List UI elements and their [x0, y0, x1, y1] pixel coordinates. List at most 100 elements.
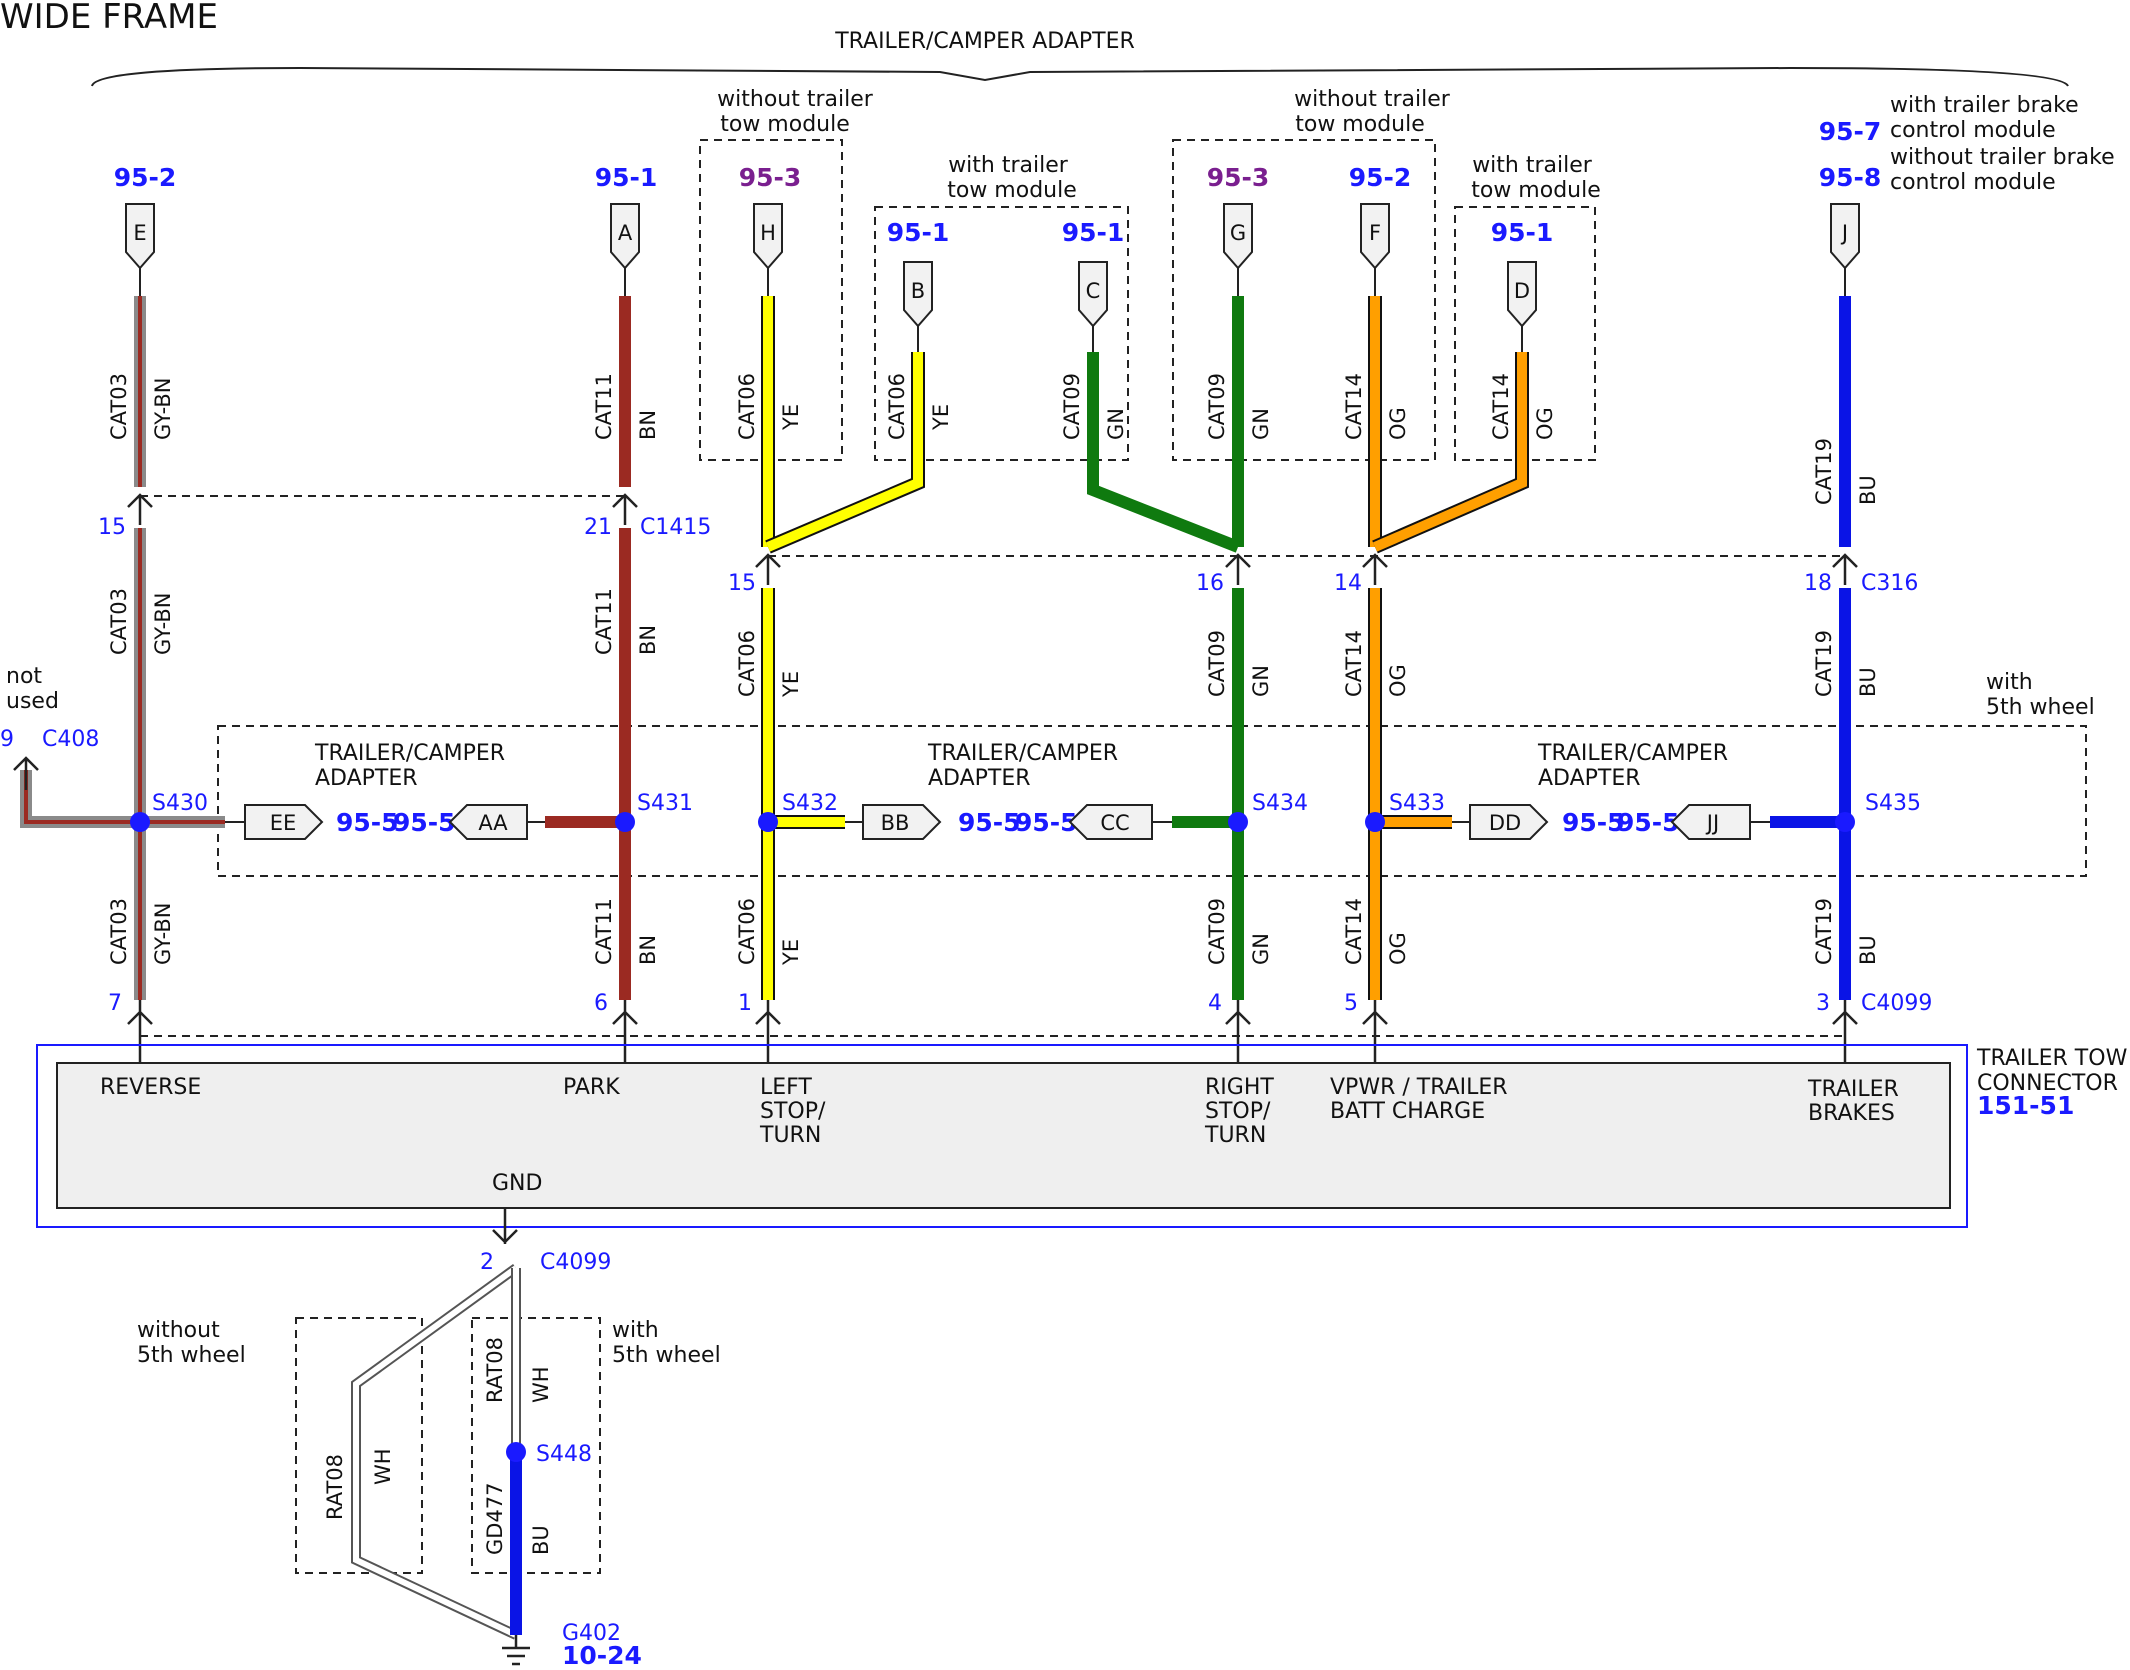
ground-name: G402 [562, 1621, 621, 1646]
group-label: with [1986, 670, 2033, 695]
wire-color-label: GY-BN [151, 377, 175, 440]
wire-circuit-label: CAT11 [592, 588, 616, 655]
page-ref[interactable]: 95-5 [336, 808, 399, 837]
adapter-label: TRAILER/CAMPER [1537, 741, 1728, 766]
ground-ref[interactable]: 10-24 [562, 1641, 642, 1670]
component-ref[interactable]: 151-51 [1977, 1091, 2074, 1120]
connector-name: C4099 [540, 1250, 611, 1275]
page-ref[interactable]: 95-2 [1349, 163, 1412, 192]
pin-function: TURN [759, 1123, 821, 1148]
group-box-with-tow-1 [874, 206, 1129, 461]
adapter-plug-aa[interactable]: AA [448, 804, 545, 840]
page-ref[interactable]: 95-5 [1562, 808, 1625, 837]
splice-s432[interactable] [758, 812, 778, 832]
pin-number: 7 [108, 991, 122, 1016]
wire-circuit-label: CAT03 [107, 588, 131, 655]
page-ref[interactable]: 95-1 [1491, 218, 1554, 247]
page-ref[interactable]: 95-5 [393, 808, 456, 837]
page-ref[interactable]: 95-2 [114, 163, 177, 192]
pin-number: 6 [594, 991, 608, 1016]
trailer-tow-connector-body[interactable] [56, 1062, 1951, 1209]
wire-circuit-label: CAT09 [1060, 373, 1084, 440]
wire-circuit-label: RAT08 [483, 1337, 507, 1403]
connector-b[interactable]: B [903, 261, 933, 352]
wire-color-label: YE [779, 939, 803, 966]
wire-circuit-label: CAT19 [1812, 898, 1836, 965]
connector-e[interactable]: E [125, 203, 155, 296]
plug-id: JJ [1705, 811, 1719, 835]
pin-number: 15 [728, 571, 756, 596]
component-name: TRAILER TOW [1976, 1046, 2128, 1071]
page-ref[interactable]: 95-8 [1819, 163, 1882, 192]
page-ref[interactable]: 95-5 [958, 808, 1021, 837]
page-ref[interactable]: 95-5 [1617, 808, 1680, 837]
wire-circuit-label: RAT08 [323, 1454, 347, 1520]
wire-color-label: YE [779, 404, 803, 431]
adapter-plug-dd[interactable]: DD [1452, 804, 1549, 840]
wire-color-label: OG [1533, 407, 1557, 440]
wire-circuit-label: CAT14 [1342, 373, 1366, 440]
connector-letter: D [1514, 279, 1530, 303]
splice-s435[interactable] [1835, 812, 1855, 832]
connector-c[interactable]: C [1078, 261, 1108, 352]
adapter-plug-jj[interactable]: JJ [1670, 804, 1770, 840]
wire-circuit-label: GD477 [483, 1482, 507, 1555]
adapter-plug-bb[interactable]: BB [845, 804, 942, 840]
splice-s448[interactable] [506, 1442, 526, 1462]
splice-s434[interactable] [1228, 812, 1248, 832]
connector-g[interactable]: G [1223, 203, 1253, 296]
connector-h[interactable]: H [753, 203, 783, 296]
group-label: without trailer brake [1890, 145, 2115, 170]
group-label: with trailer [948, 153, 1069, 178]
splice-s433[interactable] [1365, 812, 1385, 832]
adapter-plug-cc[interactable]: CC [1068, 804, 1172, 840]
connector-name: C4099 [1861, 991, 1932, 1016]
wire-gybn-c408-stripe [24, 770, 140, 824]
group-label: control module [1890, 170, 2056, 195]
connector-f[interactable]: F [1360, 203, 1390, 296]
group-label: control module [1890, 118, 2056, 143]
wire-color-label: WH [371, 1448, 395, 1485]
connector-name: C408 [42, 727, 99, 752]
pin-function: PARK [563, 1075, 620, 1100]
page-ref[interactable]: 95-3 [739, 163, 802, 192]
page-ref[interactable]: 95-3 [1207, 163, 1270, 192]
wire-color-label: GN [1104, 408, 1128, 440]
page-ref[interactable]: 95-7 [1819, 117, 1882, 146]
splice-label: S435 [1865, 791, 1921, 816]
connector-c408-symbol [13, 756, 39, 790]
not-used-label: not [6, 664, 42, 689]
connector-d[interactable]: D [1507, 261, 1537, 352]
wire-circuit-label: CAT11 [592, 898, 616, 965]
splice-label: S430 [152, 791, 208, 816]
wire-color-label: WH [529, 1366, 553, 1403]
connector-letter: C [1086, 279, 1101, 303]
page-ref[interactable]: 95-1 [1062, 218, 1125, 247]
wire-color-label: YE [929, 404, 953, 431]
group-label: without [137, 1318, 220, 1343]
wire-ye-b [766, 352, 923, 552]
splice-s430[interactable] [130, 812, 150, 832]
wire-color-label: YE [779, 671, 803, 698]
pin-function: GND [492, 1171, 542, 1196]
page-ref[interactable]: 95-1 [887, 218, 950, 247]
wire-circuit-label: CAT03 [107, 898, 131, 965]
group-label: with [612, 1318, 659, 1343]
wire-color-label: OG [1386, 407, 1410, 440]
connector-a[interactable]: A [610, 203, 640, 296]
pin-number: 2 [480, 1250, 494, 1275]
pin-function: STOP/ [1205, 1099, 1271, 1124]
group-label: 5th wheel [137, 1343, 246, 1368]
group-label: 5th wheel [612, 1343, 721, 1368]
page-ref[interactable]: 95-1 [595, 163, 658, 192]
pin-function: RIGHT [1205, 1075, 1274, 1100]
group-label: with trailer [1472, 153, 1593, 178]
adapter-plug-ee[interactable]: EE [225, 804, 324, 840]
connector-j[interactable]: J [1830, 203, 1860, 296]
wire-circuit-label: CAT09 [1205, 898, 1229, 965]
with-5th-ground-box [471, 1317, 601, 1574]
adapter-label: ADAPTER [315, 766, 418, 791]
splice-s431[interactable] [615, 812, 635, 832]
page-ref[interactable]: 95-5 [1015, 808, 1078, 837]
